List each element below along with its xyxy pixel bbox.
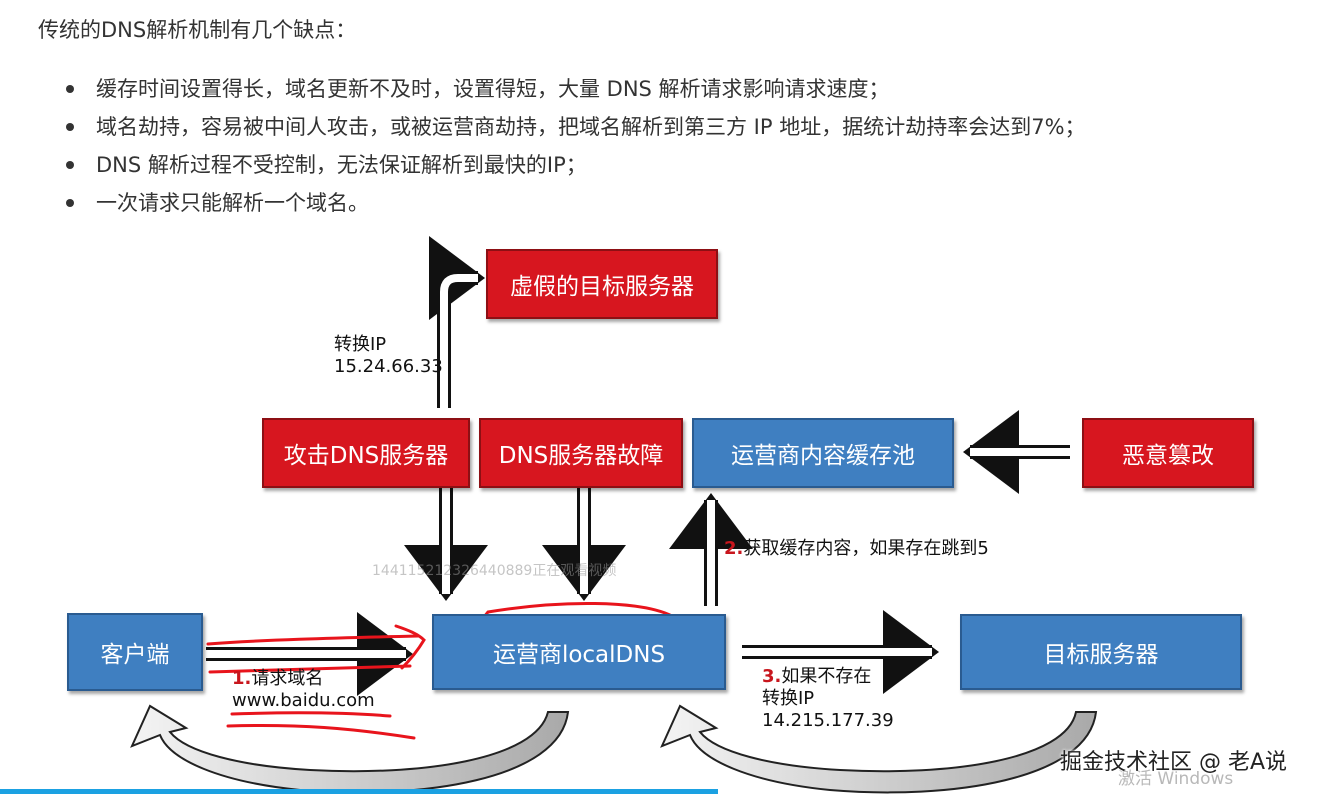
attack-dns-server-box: 攻击DNS服务器 bbox=[262, 418, 470, 488]
malicious-tamper-box: 恶意篡改 bbox=[1082, 418, 1254, 488]
cache-pool-box: 运营商内容缓存池 bbox=[692, 418, 954, 488]
drawback-list: 缓存时间设置得长，域名更新不及时，设置得短，大量 DNS 解析请求影响请求速度；… bbox=[62, 70, 1086, 222]
step1-label: 1.请求域名 www.baidu.com bbox=[232, 668, 375, 711]
convert-ip-label: 转换IP 15.24.66.33 bbox=[334, 334, 443, 377]
list-item: DNS 解析过程不受控制，无法保证解析到最快的IP； bbox=[62, 146, 1086, 184]
step2-label: 2.获取缓存内容，如果存在跳到5 bbox=[724, 538, 989, 559]
arrow-convert-up bbox=[429, 236, 485, 408]
curve-return-localdns bbox=[660, 704, 1098, 794]
fake-target-server-box: 虚假的目标服务器 bbox=[486, 249, 718, 319]
local-dns-box: 运营商localDNS bbox=[432, 614, 726, 690]
dns-server-fault-box: DNS服务器故障 bbox=[479, 418, 683, 488]
brand-watermark: 掘金技术社区 @ 老A说 bbox=[1060, 750, 1288, 775]
intro-text: 传统的DNS解析机制有几个缺点： bbox=[38, 18, 357, 42]
list-item: 域名劫持，容易被中间人攻击，或被运营商劫持，把域名解析到第三方 IP 地址，据统… bbox=[62, 108, 1086, 146]
list-item: 一次请求只能解析一个域名。 bbox=[62, 184, 1086, 222]
video-progress-bar[interactable] bbox=[0, 789, 718, 794]
viewer-watermark: 1441152123264408​89正在观看视频 bbox=[372, 563, 617, 579]
curve-return-client bbox=[130, 704, 570, 794]
list-item: 缓存时间设置得长，域名更新不及时，设置得短，大量 DNS 解析请求影响请求速度； bbox=[62, 70, 1086, 108]
step3-label: 3.如果不存在 转换IP 14.215.177.39 bbox=[762, 666, 894, 731]
windows-activation-notice: 激活 Windows bbox=[1118, 769, 1234, 789]
client-box: 客户端 bbox=[67, 613, 203, 691]
target-server-box: 目标服务器 bbox=[960, 614, 1242, 690]
